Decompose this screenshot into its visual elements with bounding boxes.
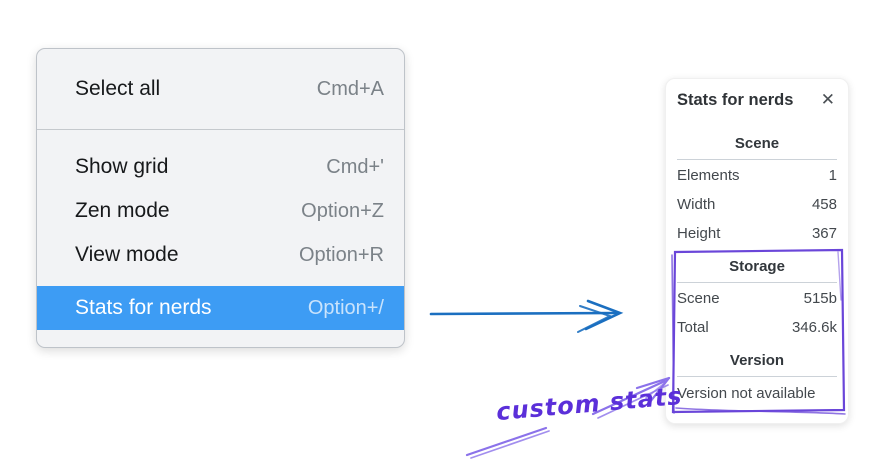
stat-label: Scene bbox=[677, 290, 720, 307]
storage-section-heading: Storage bbox=[729, 258, 785, 275]
menu-item-view-mode[interactable]: View mode Option+R bbox=[37, 233, 404, 277]
stat-value: 346.6k bbox=[791, 319, 837, 336]
stat-label: Total bbox=[677, 319, 709, 336]
menu-group: Show grid Cmd+' Zen mode Option+Z View m… bbox=[37, 130, 404, 330]
menu-divider bbox=[37, 129, 404, 130]
panel-header: Stats for nerds ✕ bbox=[677, 89, 837, 111]
menu-item-zen-mode[interactable]: Zen mode Option+Z bbox=[37, 189, 404, 233]
section-divider bbox=[677, 376, 837, 377]
stat-value: 367 bbox=[811, 225, 837, 242]
menu-item-shortcut: Option+/ bbox=[307, 296, 384, 319]
menu-item-select-all[interactable]: Select all Cmd+A bbox=[37, 49, 404, 129]
stat-row-height: Height 367 bbox=[677, 219, 837, 248]
arrow-right-icon bbox=[429, 299, 624, 333]
stat-label: Width bbox=[677, 196, 716, 213]
stat-value: 515b bbox=[803, 290, 837, 307]
scene-section-heading: Scene bbox=[734, 135, 780, 152]
menu-item-shortcut: Option+Z bbox=[301, 199, 384, 222]
stat-row-scene-storage: Scene 515b bbox=[677, 284, 837, 313]
menu-item-stats-for-nerds[interactable]: Stats for nerds Option+/ bbox=[37, 286, 404, 330]
stat-row-width: Width 458 bbox=[677, 190, 837, 219]
stat-value: 458 bbox=[811, 196, 837, 213]
version-section-heading: Version bbox=[729, 352, 785, 369]
stats-for-nerds-panel: Stats for nerds ✕ Scene Elements 1 Width… bbox=[665, 78, 849, 424]
context-menu: Select all Cmd+A Show grid Cmd+' Zen mod… bbox=[36, 48, 405, 348]
version-note: Version not available bbox=[677, 385, 816, 402]
custom-stats-arrow-icon bbox=[465, 376, 671, 459]
stat-label: Height bbox=[677, 225, 721, 242]
stat-row-elements: Elements 1 bbox=[677, 161, 837, 190]
menu-item-label: Zen mode bbox=[75, 199, 170, 222]
menu-item-label: Select all bbox=[75, 77, 161, 100]
panel-title: Stats for nerds bbox=[677, 90, 794, 109]
section-divider bbox=[677, 159, 837, 160]
menu-item-label: Stats for nerds bbox=[75, 296, 212, 319]
menu-item-label: View mode bbox=[75, 243, 179, 266]
menu-item-shortcut: Cmd+A bbox=[316, 77, 384, 100]
menu-item-shortcut: Cmd+' bbox=[326, 155, 384, 178]
stat-label: Elements bbox=[677, 167, 740, 184]
custom-stats-annotation: custom stats bbox=[495, 381, 684, 427]
menu-item-label: Show grid bbox=[75, 155, 169, 178]
stat-row-total-storage: Total 346.6k bbox=[677, 313, 837, 342]
menu-item-shortcut: Option+R bbox=[298, 243, 384, 266]
menu-item-show-grid[interactable]: Show grid Cmd+' bbox=[37, 145, 404, 189]
stat-value: 1 bbox=[828, 167, 837, 184]
close-icon[interactable]: ✕ bbox=[820, 89, 835, 110]
section-divider bbox=[677, 282, 837, 283]
